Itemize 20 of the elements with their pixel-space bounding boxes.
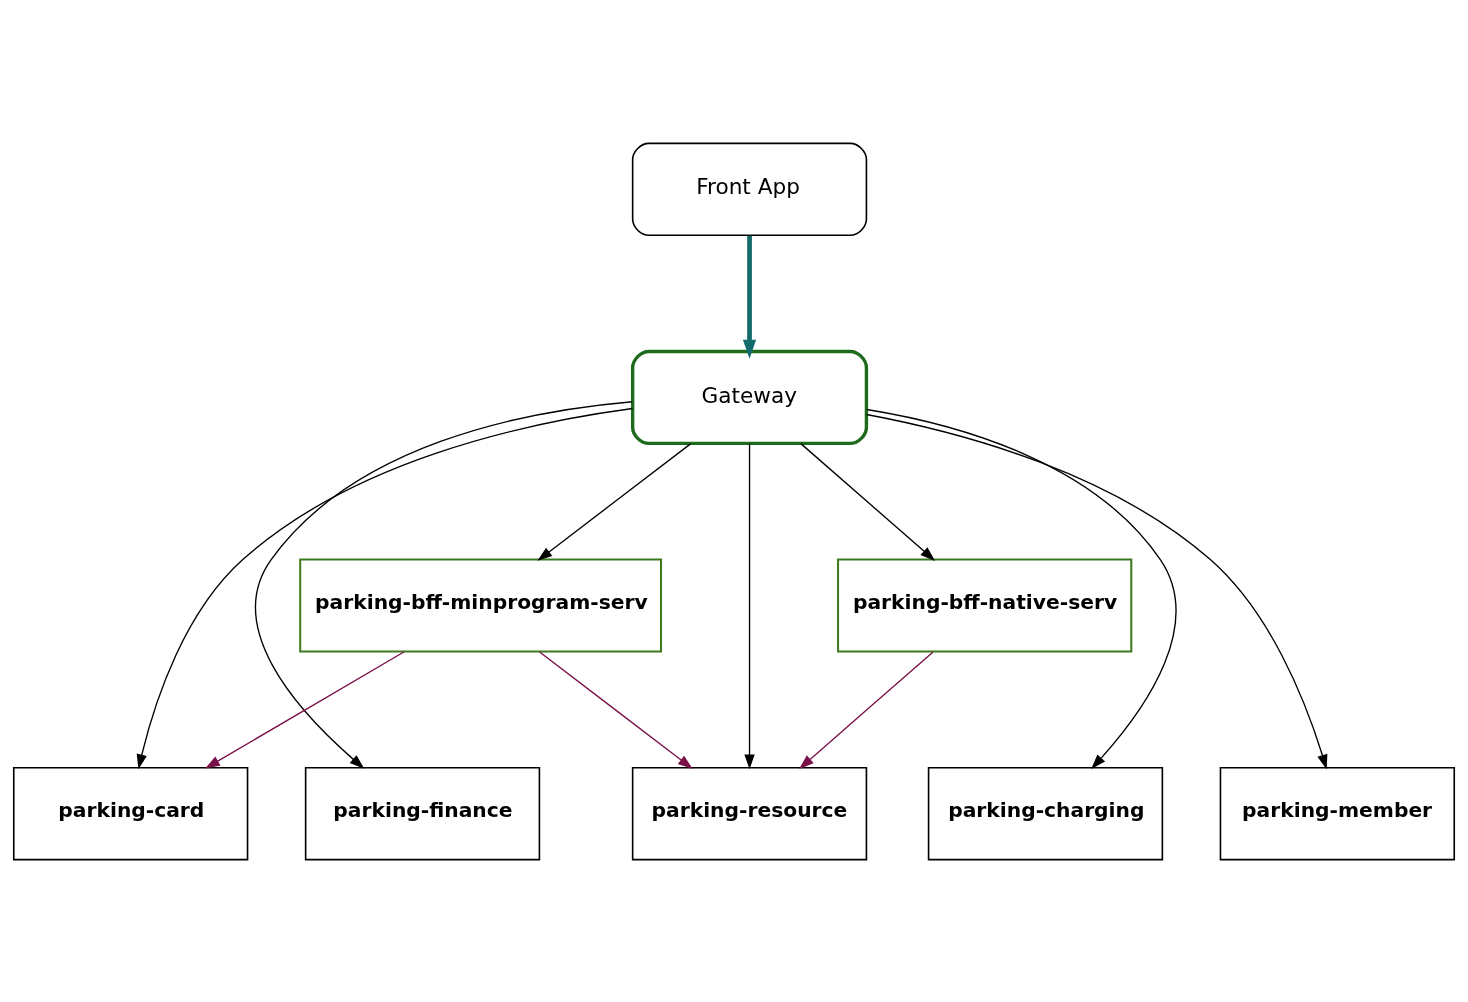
node-box: parking-finance (304, 766, 541, 860)
node-box: Front App (631, 142, 868, 236)
arrow (744, 442, 755, 769)
arrow (205, 650, 405, 769)
node-box: parking-bff-native-serv (837, 558, 1133, 652)
arrow (254, 400, 633, 769)
node-box: Gateway (630, 349, 869, 445)
node-box: parking-resource (631, 766, 868, 860)
arrow (136, 407, 634, 769)
arrow (866, 408, 1177, 769)
arrow (537, 442, 692, 561)
node-box: parking-bff-minprogram-serv (299, 558, 663, 652)
node-box: parking-charging (927, 766, 1164, 860)
arrow (800, 442, 936, 561)
arrow (865, 413, 1328, 769)
arrow (538, 650, 693, 769)
node-box: parking-member (1219, 766, 1456, 860)
arrow (742, 235, 757, 359)
arrow (799, 650, 934, 769)
node-box: parking-card (12, 766, 249, 860)
